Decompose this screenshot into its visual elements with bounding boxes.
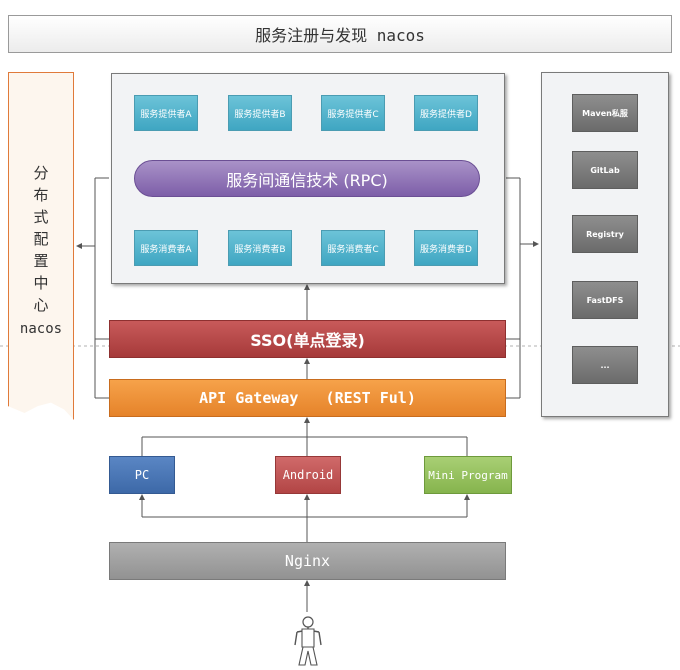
config-center-label: 分 布 式 配 置 中 心 nacos (16, 162, 66, 340)
consumer-d: 服务消费者D (414, 230, 478, 266)
client-pc: PC (109, 456, 175, 494)
tool-fastdfs: FastDFS (572, 281, 638, 319)
rpc-bar: 服务间通信技术 (RPC) (134, 160, 480, 197)
config-suffix: nacos (19, 321, 63, 337)
provider-b: 服务提供者B (228, 95, 292, 131)
provider-a: 服务提供者A (134, 95, 198, 131)
config-char: 布 (33, 186, 49, 204)
tool-gitlab: GitLab (572, 151, 638, 189)
user-icon (294, 616, 322, 666)
config-center-shape (8, 72, 74, 420)
client-mini-program: Mini Program (424, 456, 512, 494)
sso-bar: SSO(单点登录) (109, 320, 506, 358)
config-char: 中 (33, 274, 49, 292)
tool-maven: Maven私服 (572, 94, 638, 132)
registry-title-bar: 服务注册与发现 nacos (8, 15, 672, 53)
config-char: 配 (33, 230, 49, 248)
tool-more: ... (572, 346, 638, 384)
consumer-b: 服务消费者B (228, 230, 292, 266)
config-char: 分 (33, 164, 49, 182)
config-char: 心 (33, 296, 49, 314)
tool-registry: Registry (572, 215, 638, 253)
provider-c: 服务提供者C (321, 95, 385, 131)
consumer-a: 服务消费者A (134, 230, 198, 266)
client-android: Android (275, 456, 341, 494)
config-char: 置 (33, 252, 49, 270)
consumer-c: 服务消费者C (321, 230, 385, 266)
provider-d: 服务提供者D (414, 95, 478, 131)
nginx-bar: Nginx (109, 542, 506, 580)
api-gateway-bar: API Gateway (REST Ful) (109, 379, 506, 417)
config-char: 式 (33, 208, 49, 226)
